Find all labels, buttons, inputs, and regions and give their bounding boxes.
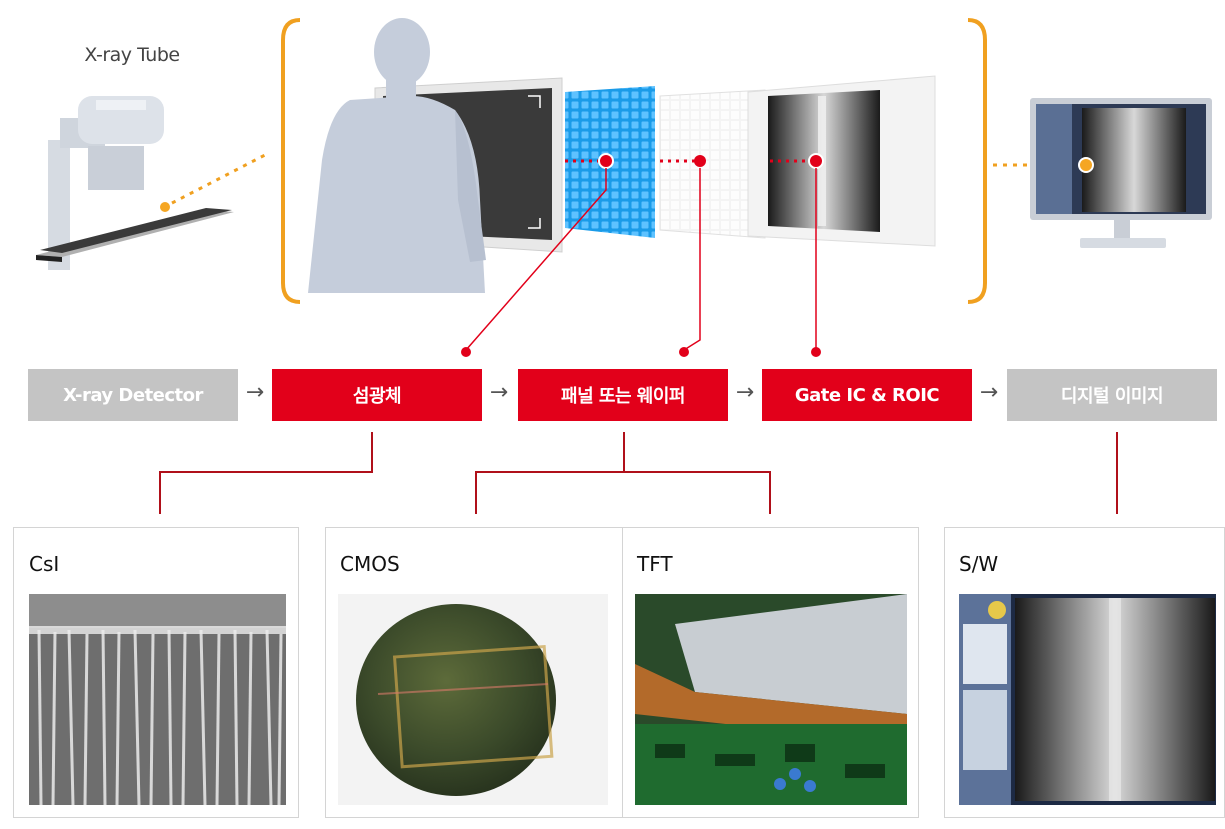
- card-divider: [622, 528, 623, 817]
- arrow-icon: →: [489, 380, 509, 405]
- xray-tube-illustration: [36, 96, 234, 270]
- monitor-illustration: [993, 98, 1212, 248]
- flow-digital-image: 디지털 이미지: [1007, 369, 1217, 421]
- card-sw: S/W: [944, 527, 1225, 818]
- flow-xray-detector: X-ray Detector: [28, 369, 238, 421]
- person-silhouette: [308, 18, 486, 293]
- card-title-cmos: CMOS: [340, 552, 400, 576]
- arrow-icon: →: [979, 380, 999, 405]
- right-bracket: [967, 18, 987, 304]
- cmos-wafer-photo: [338, 594, 608, 805]
- left-bracket: [281, 18, 301, 304]
- card-title-sw: S/W: [959, 552, 999, 576]
- card-title-tft: TFT: [637, 552, 673, 576]
- csi-micrograph: [29, 594, 286, 805]
- sw-screenshot: [959, 594, 1216, 805]
- card-csi: CsI: [13, 527, 299, 818]
- arrow-icon: →: [735, 380, 755, 405]
- xray-image-layer: [747, 75, 936, 247]
- flow-gate-roic: Gate IC & ROIC: [762, 369, 972, 421]
- flow-scintillator: 섬광체: [272, 369, 482, 421]
- arrow-icon: →: [245, 380, 265, 405]
- tft-panel-photo: [635, 594, 907, 805]
- tube-marker-dot: [158, 200, 172, 214]
- flow-panel-wafer: 패널 또는 웨이퍼: [518, 369, 728, 421]
- card-title-csi: CsI: [29, 552, 60, 576]
- xray-tube-label: X-ray Tube: [84, 44, 180, 66]
- monitor-marker-dot: [1078, 157, 1094, 173]
- card-cmos-tft: CMOS TFT: [325, 527, 919, 818]
- panel-layer: [659, 89, 766, 239]
